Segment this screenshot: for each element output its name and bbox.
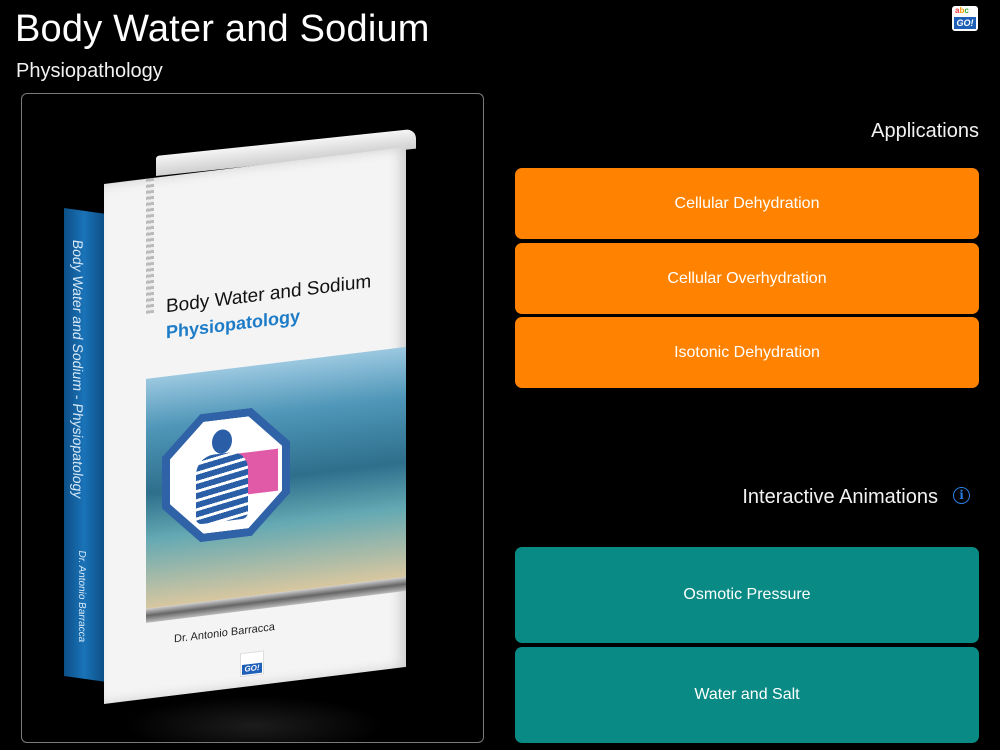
- isotonic-dehydration-button[interactable]: Isotonic Dehydration: [515, 317, 979, 388]
- water-and-salt-button[interactable]: Water and Salt: [515, 647, 979, 743]
- human-figure-icon: [196, 450, 248, 524]
- applications-heading: Applications: [871, 120, 979, 142]
- book-logo-go: GO!: [242, 662, 262, 676]
- spine-title: Body Water and Sodium - Physiopatology: [70, 238, 86, 500]
- info-icon[interactable]: i: [953, 487, 970, 504]
- book-front-cover: Body Water and Sodium Physiopatology Dr.…: [104, 146, 406, 704]
- page-title: Body Water and Sodium: [15, 8, 430, 50]
- cover-sea-image: [146, 346, 406, 609]
- logo-go-text: GO!: [954, 17, 976, 29]
- book-reflection: [124, 696, 384, 742]
- cellular-dehydration-button[interactable]: Cellular Dehydration: [515, 168, 979, 239]
- cellular-overhydration-button[interactable]: Cellular Overhydration: [515, 243, 979, 314]
- book-cover-panel: Body Water and Sodium - Physiopatology D…: [21, 93, 484, 743]
- book-cover-image: Body Water and Sodium - Physiopatology D…: [64, 128, 424, 742]
- osmotic-pressure-button[interactable]: Osmotic Pressure: [515, 547, 979, 643]
- cover-stripe: [146, 177, 154, 314]
- figure-head: [212, 428, 232, 454]
- logo-abc-text: abc: [955, 6, 969, 15]
- abcgo-logo: abc GO!: [952, 6, 978, 31]
- body-badge-icon: [162, 403, 290, 547]
- badge-inner: [170, 412, 282, 538]
- spine-author: Dr. Antonio Barracca: [76, 549, 87, 643]
- interactive-animations-heading: Interactive Animations: [742, 486, 938, 508]
- book-author: Dr. Antonio Barracca: [174, 621, 275, 646]
- book-spine: Body Water and Sodium - Physiopatology D…: [64, 208, 104, 682]
- book-logo-icon: GO!: [240, 650, 264, 678]
- page-subtitle: Physiopathology: [16, 60, 163, 82]
